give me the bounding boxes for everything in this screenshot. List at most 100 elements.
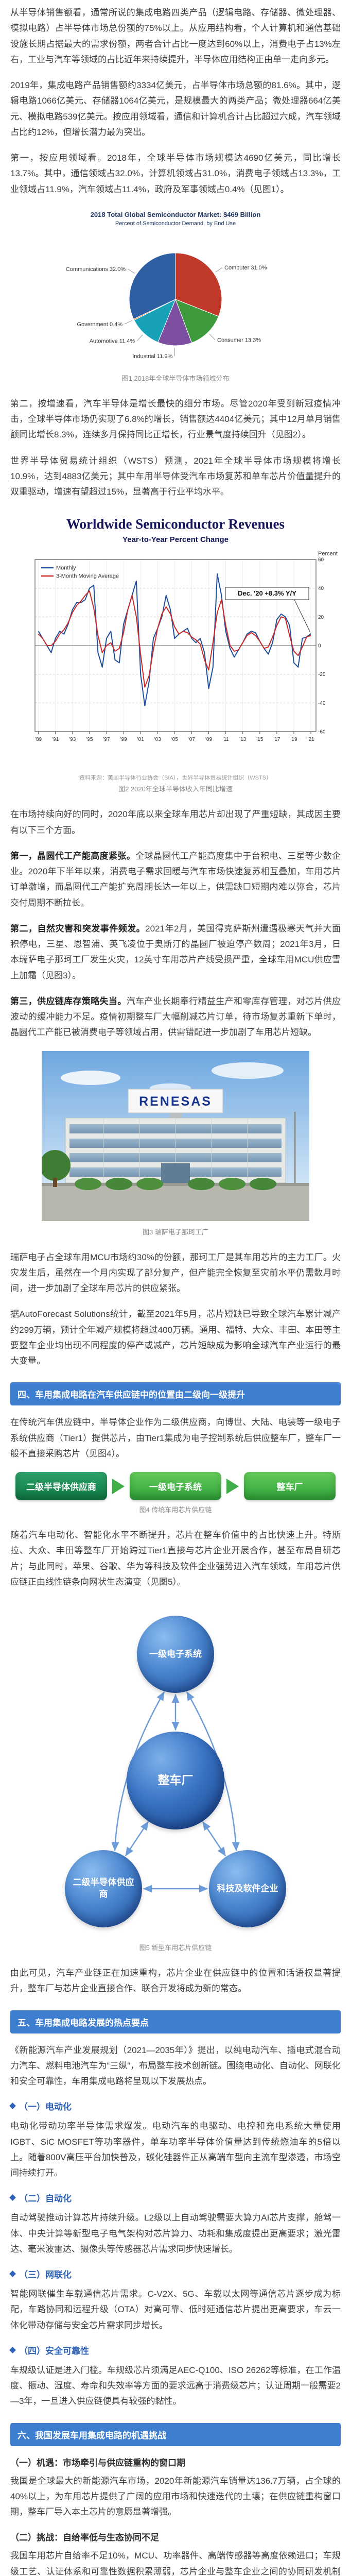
subsection-heading-label: （四）安全可靠性: [19, 2346, 89, 2356]
paragraph-text: 由此可见，汽车产业链正在加速重构，芯片企业在供应链中的位置和话语权显著提升，整车…: [10, 1968, 341, 1994]
pie-slice-label: Automotive 11.4%: [90, 338, 135, 344]
legend-label: Monthly: [56, 565, 76, 571]
figure-caption: 图4 传统车用芯片供应链: [139, 1506, 212, 1514]
paragraph: 2019年，集成电路产品销售额约3334亿美元，占半导体市场总额的81.6%。其…: [10, 78, 341, 140]
pie-label-leader-line: [209, 333, 216, 340]
pie-slice-label: Consumer 13.3%: [217, 337, 261, 343]
diamond-marker-icon: [9, 2346, 16, 2353]
figure-pie-chart: 2018 Total Global Semiconductor Market: …: [10, 208, 341, 370]
subsection-heading: （一）电动化: [9, 2099, 341, 2112]
x-tick-label: '93: [69, 737, 76, 742]
entrance: [161, 1163, 190, 1183]
bush: [75, 1177, 101, 1190]
renesas-sign-text: RENESAS: [139, 1094, 212, 1109]
pie-slice-label: Industrial 11.9%: [132, 353, 172, 360]
subsection-heading: （四）安全可靠性: [9, 2344, 341, 2357]
annotation-line: [294, 600, 310, 632]
figure-network-diagram: 一级电子系统 整车厂 二级半导体供应商 科技及软件企业: [42, 1600, 309, 1940]
cloud: [212, 1062, 284, 1079]
x-tick-label: '21: [308, 737, 314, 742]
pie-chart-subtitle: Percent of Semiconductor Demand, by End …: [115, 221, 236, 227]
x-tick-label: '91: [52, 737, 59, 742]
paragraph: 瑞萨电子占全球车用MCU市场约30%的份额，那珂工厂是其车用芯片的主力工厂。火灾…: [10, 1250, 341, 1297]
y-tick-label: 60: [318, 557, 324, 563]
legend-label: 3-Month Moving Average: [56, 573, 119, 580]
bush: [219, 1177, 245, 1190]
paragraph-text: 随着汽车电动化、智能化水平不断提升，芯片在整车价值中的占比快速上升。特斯拉、大众…: [10, 1530, 341, 1587]
paragraph-lead: 第一，晶圆代工产能高度紧张。: [10, 851, 136, 861]
y-tick-label: -60: [318, 730, 326, 735]
pie-slice-label: Communications 32.0%: [66, 266, 126, 273]
paragraph: 据AutoForecast Solutions统计，截至2021年5月，芯片短缺…: [10, 1307, 341, 1369]
subsection-heading: （一）机遇：市场牵引与供应链重构的窗口期: [10, 2458, 185, 2468]
paragraph-text: 第一，按应用领域看。2018年，全球半导体市场规模达4690亿美元，同比增长13…: [10, 153, 341, 194]
cloud: [61, 1070, 120, 1085]
pie-label-leader-line: [136, 334, 143, 341]
sign-support: [169, 1112, 182, 1118]
paragraph-text: 车规级认证是进入门槛。车规级芯片须满足AEC-Q100、ISO 26262等标准…: [10, 2365, 341, 2406]
bubble-tier1-system: 一级电子系统: [137, 1616, 214, 1693]
diamond-marker-icon: [9, 2103, 16, 2110]
paragraph-text: 电动化带动功率半导体需求爆发。电动汽车的电驱动、电控和充电系统大量使用IGBT、…: [10, 2121, 341, 2178]
paragraph: 由此可见，汽车产业链正在加速重构，芯片企业在供应链中的位置和话语权显著提升，整车…: [10, 1965, 341, 1997]
x-tick-label: '11: [222, 737, 229, 742]
figure-source: 资料来源：美国半导体行业协会（SIA），世界半导体贸易统计组织（WSTS）: [79, 775, 272, 782]
paragraph-text: 第二，按增速看，汽车半导体是增长最快的细分市场。尽管2020年受到新冠疫情冲击，…: [10, 398, 341, 440]
pie-slice-computer: [175, 252, 222, 317]
y-axis-label: Percent: [318, 551, 338, 557]
bush: [250, 1177, 276, 1190]
paragraph-text: 全球晶圆代工产能高度集中于台积电、三星等少数企业。2020年下半年以来，消费电子…: [10, 851, 341, 908]
figure-renesas-photo: RENESAS: [10, 1050, 341, 1224]
paragraph-text: 自动驾驶推动计算芯片持续升级。L2级以上自动驾驶需要大算力AI芯片支撑，舱驾一体…: [10, 2213, 341, 2254]
line-chart-title: Worldwide Semiconductor Revenues: [66, 516, 285, 532]
subsection-heading-label: （三）网联化: [19, 2270, 72, 2280]
line-chart-svg: Worldwide Semiconductor RevenuesYear-to-…: [34, 516, 338, 742]
pie-slice-label: Government 0.4%: [77, 321, 122, 328]
paragraph-text: 汽车产业长期奉行精益生产和零库存管理，对芯片供应波动的缓冲能力不足。疫情初期整车…: [10, 996, 341, 1038]
paragraph-text: 在传统汽车供应链中，半导体企业作为二级供应商，向博世、大陆、电装等一级电子系统供…: [10, 1417, 341, 1459]
paragraph-text: 《新能源汽车产业发展规划（2021—2035年）》提出，以纯电动汽车、插电式混合…: [10, 2045, 341, 2087]
bush: [188, 1177, 215, 1190]
pie-slice-industrial: [157, 298, 192, 346]
paragraph: 车规级认证是进入门槛。车规级芯片须满足AEC-Q100、ISO 26262等标准…: [10, 2363, 341, 2410]
flow-node-tier2-semiconductor: 二级半导体供应商: [15, 1472, 107, 1500]
paragraph-text: 我国车用芯片自给率不足10%，MCU、功率器件、高端传感器等高度依赖进口；车规级…: [10, 2551, 341, 2576]
paragraph-text: 智能网联催生车载通信芯片需求。C-V2X、5G、车载以太网等通信芯片逐步成为标配…: [10, 2289, 341, 2330]
series-line-0: [38, 573, 311, 707]
section-heading-5: 五、车用集成电路发展的热点要点: [10, 2010, 341, 2033]
bush: [106, 1177, 132, 1190]
paragraph: 《新能源汽车产业发展规划（2021—2035年）》提出，以纯电动汽车、插电式混合…: [10, 2043, 341, 2090]
curb: [42, 1182, 309, 1186]
tree-trunk: [53, 1177, 57, 1187]
bush: [136, 1177, 163, 1190]
figure-supply-chain-flow: 二级半导体供应商 一级电子系统 整车厂: [10, 1472, 341, 1500]
diamond-marker-icon: [9, 2270, 16, 2277]
y-tick-label: -40: [318, 701, 326, 706]
y-tick-label: 0: [318, 643, 321, 649]
pie-label-leader-line: [124, 320, 132, 325]
paragraph-text: 我国是全球最大的新能源汽车市场，2020年新能源汽车销量达136.7万辆，占全球…: [10, 2476, 341, 2517]
x-tick-label: '15: [256, 737, 263, 742]
tree: [40, 1149, 71, 1181]
figure-caption: 图5 新型车用芯片供应链: [139, 1944, 212, 1952]
flow-node-oem: 整车厂: [244, 1472, 336, 1500]
flow-node-tier1-system: 一级电子系统: [130, 1472, 221, 1500]
paragraph: 随着汽车电动化、智能化水平不断提升，芯片在整车价值中的占比快速上升。特斯拉、大众…: [10, 1528, 341, 1590]
section-heading-4: 四、车用集成电路在汽车供应链中的位置由二级向一级提升: [10, 1382, 341, 1406]
subsection-heading-label: （二）自动化: [19, 2194, 72, 2204]
paragraph: 电动化带动功率半导体需求爆发。电动汽车的电驱动、电控和充电系统大量使用IGBT、…: [10, 2119, 341, 2181]
paragraph-text: 从半导体销售额看，通常所说的集成电路四类产品（逻辑电路、存储器、微处理器、模拟电…: [10, 8, 341, 64]
subsection-heading-label: （一）电动化: [19, 2102, 72, 2112]
pie-chart-svg: 2018 Total Global Semiconductor Market: …: [66, 211, 267, 360]
paragraph-text: 2021年2月，美国得克萨斯州遭遇极寒天气并大面积停电，三星、恩智浦、英飞凌位于…: [10, 923, 341, 980]
paragraph: 智能网联催生车载通信芯片需求。C-V2X、5G、车载以太网等通信芯片逐步成为标配…: [10, 2286, 341, 2333]
x-tick-label: '19: [290, 737, 297, 742]
paragraph: 第二，按增速看，汽车半导体是增长最快的细分市场。尽管2020年受到新冠疫情冲击，…: [10, 396, 341, 443]
paragraph: 在传统汽车供应链中，半导体企业作为二级供应商，向博世、大陆、电装等一级电子系统供…: [10, 1415, 341, 1462]
paragraph-text: 世界半导体贸易统计组织（WSTS）预测，2021年全球半导体市场规模将增长10.…: [10, 455, 341, 497]
pie-label-leader-line: [127, 268, 135, 274]
section-heading-6: 六、我国发展车用集成电路的机遇挑战: [10, 2422, 341, 2446]
x-tick-label: '03: [154, 737, 161, 742]
paragraph: 我国车用芯片自给率不足10%，MCU、功率器件、高端传感器等高度依赖进口；车规级…: [10, 2548, 341, 2576]
